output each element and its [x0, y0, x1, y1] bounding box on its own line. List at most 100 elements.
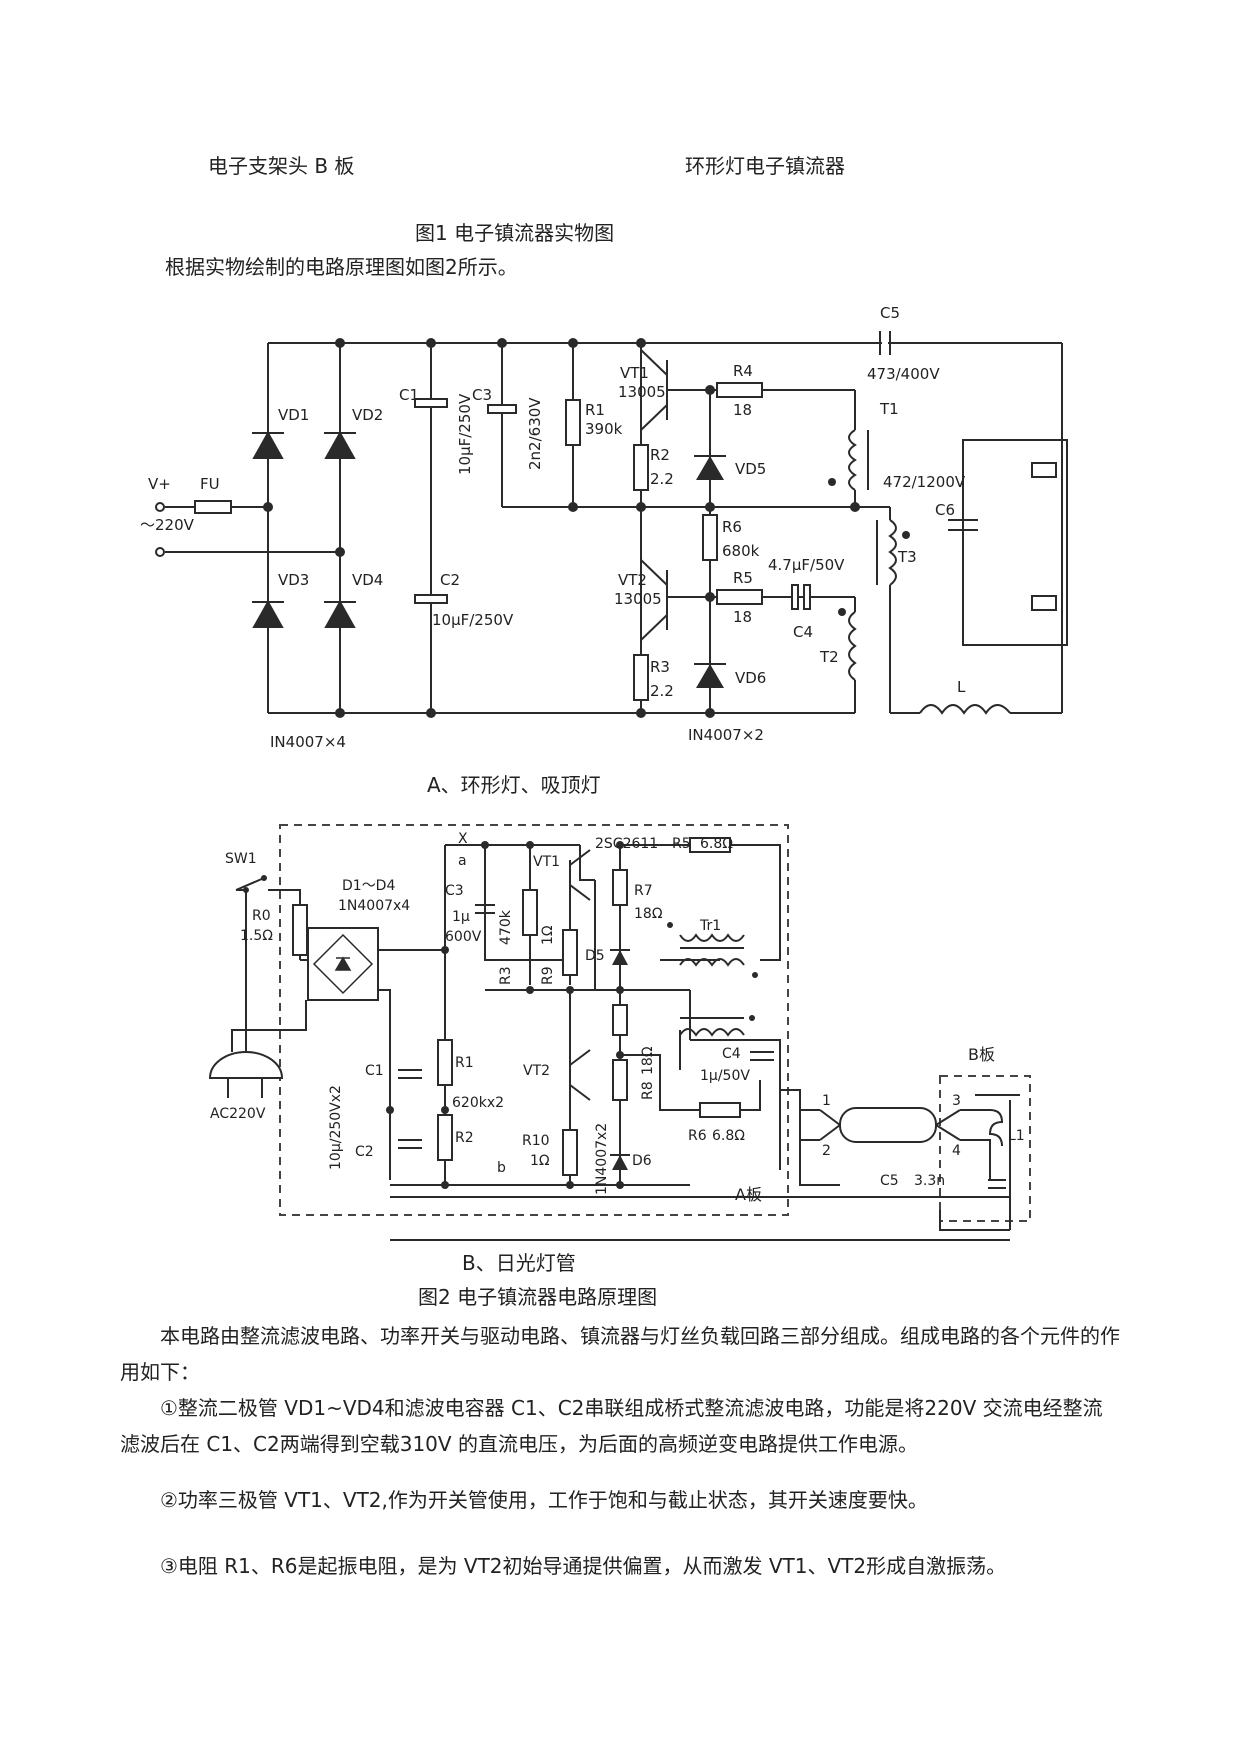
b-r5-label: R5: [672, 836, 691, 852]
b-r8-label: R8: [640, 1081, 656, 1100]
a-v-plus-label: V+: [148, 475, 171, 493]
a-vd2-label: VD2: [352, 406, 383, 424]
a-vd3-label: VD3: [278, 571, 309, 589]
schematic-a-caption: A、环形灯、吸顶灯: [427, 773, 601, 797]
b-r10-value: 1Ω: [530, 1153, 550, 1169]
a-c1-label: C1: [399, 386, 419, 404]
b-vt2-label: VT2: [523, 1063, 550, 1079]
b-r7-label: R7: [634, 883, 653, 899]
schematic-a: V+ FU ～220V VD1 VD2 VD3 VD4 C1 C3 C2 10μ…: [140, 304, 1068, 751]
a-c6-label: C6: [935, 501, 955, 519]
figure2-caption: 图2 电子镇流器电路原理图: [418, 1285, 658, 1309]
b-r8-value: 18Ω: [640, 1046, 656, 1075]
b-d1d4-label: D1～D4: [342, 878, 395, 894]
figure1-caption: 图1 电子镇流器实物图: [415, 221, 615, 245]
a-r1-label: R1: [585, 401, 605, 419]
paragraph-intro: 本电路由整流滤波电路、功率开关与驱动电路、镇流器与灯丝负载回路三部分组成。组成电…: [120, 1324, 1120, 1384]
schematic-b-caption: B、日光灯管: [462, 1251, 576, 1275]
b-c1-label: C1: [365, 1063, 384, 1079]
b-r2-label: R2: [455, 1130, 474, 1146]
a-vd4-label: VD4: [352, 571, 383, 589]
a-l-label: L: [957, 678, 966, 696]
b-c5-value: 3.3n: [914, 1173, 945, 1189]
b-pin3: 3: [952, 1093, 961, 1109]
a-r1-value: 390k: [585, 420, 623, 438]
a-c5-value: 473/400V: [867, 365, 940, 383]
b-b-label: b: [497, 1160, 506, 1176]
a-c4-label: C4: [793, 623, 813, 641]
b-r6-value: 6.8Ω: [712, 1128, 745, 1144]
a-t1-label: T1: [879, 400, 899, 418]
b-d1d4-part: 1N4007x4: [338, 898, 410, 914]
b-r0-label: R0: [252, 908, 271, 924]
b-pin2: 2: [822, 1143, 831, 1159]
a-fu-label: FU: [200, 475, 220, 493]
a-t3-label: T3: [897, 548, 917, 566]
photo-caption-right: 环形灯电子镇流器: [685, 154, 845, 178]
a-vd6-label: VD6: [735, 669, 766, 687]
a-ac-label: ～220V: [140, 516, 195, 534]
b-a-label: a: [458, 853, 467, 869]
b-ac-label: AC220V: [210, 1106, 266, 1122]
a-c3-label: C3: [472, 386, 492, 404]
b-c3-value2: 600V: [445, 929, 482, 945]
a-r5-value: 18: [733, 608, 752, 626]
b-board-b-label: B板: [968, 1045, 995, 1064]
b-vt1-label: VT1: [533, 854, 560, 870]
b-r9-value: 1Ω: [540, 925, 556, 945]
a-r4-label: R4: [733, 362, 753, 380]
b-r12-value: 620kx2: [452, 1095, 504, 1111]
a-diode-note: IN4007×2: [688, 726, 764, 744]
b-r3-label: R3: [498, 966, 514, 985]
b-c4-label: C4: [722, 1046, 741, 1062]
b-r3-value: 470k: [498, 909, 514, 945]
paragraph-item-3: ③电阻 R1、R6是起振电阻，是为 VT2初始导通提供偏置，从而激发 VT1、V…: [160, 1554, 1007, 1578]
b-r0-value: 1.5Ω: [240, 928, 273, 944]
a-r6-value: 680k: [722, 542, 760, 560]
b-r9-label: R9: [540, 966, 556, 985]
a-r4-value: 18: [733, 401, 752, 419]
a-t2-label: T2: [819, 648, 839, 666]
paragraph-item-1: ①整流二极管 VD1~VD4和滤波电容器 C1、C2串联组成桥式整流滤波电路，功…: [120, 1396, 1103, 1456]
a-vt2-label: VT2: [618, 571, 647, 589]
a-r3-label: R3: [650, 658, 670, 676]
intro-line: 根据实物绘制的电路原理图如图2所示。: [165, 255, 518, 279]
b-c3-value1: 1μ: [452, 909, 470, 925]
a-c1-value: 10μF/250V: [456, 393, 474, 475]
a-vd1-label: VD1: [278, 406, 309, 424]
b-d5-label: D5: [585, 948, 605, 964]
schematic-b: SW1 R0 1.5Ω D1～D4 1N4007x4 AC220V X a C3…: [208, 824, 1031, 1241]
a-c6-value: 472/1200V: [883, 473, 966, 491]
a-vd5-label: VD5: [735, 460, 766, 478]
b-c5-label: C5: [880, 1173, 899, 1189]
a-c4-value: 4.7μF/50V: [768, 556, 845, 574]
b-board-a-label: A板: [735, 1185, 762, 1204]
paragraph-item-2: ②功率三极管 VT1、VT2,作为开关管使用，工作于饱和与截止状态，其开关速度要…: [160, 1488, 928, 1512]
a-bridge-note: IN4007×4: [270, 733, 346, 751]
photo-caption-left: 电子支架头 B 板: [208, 154, 355, 178]
b-r7-value: 18Ω: [634, 906, 663, 922]
a-r2-value: 2.2: [650, 470, 674, 488]
b-d6-label: D6: [632, 1153, 652, 1169]
b-d6-part: 1N4007x2: [594, 1123, 610, 1195]
b-r6-label: R6: [688, 1128, 707, 1144]
b-vt1-part: 2SC2611: [595, 836, 658, 852]
b-tr1-label: Tr1: [699, 918, 721, 934]
a-vt1-label: VT1: [620, 364, 649, 382]
b-sw1-label: SW1: [225, 851, 257, 867]
b-l1-label: L1: [1008, 1128, 1025, 1144]
a-c3-value: 2n2/630V: [526, 397, 544, 470]
a-c5-label: C5: [880, 304, 900, 322]
a-r5-label: R5: [733, 569, 753, 587]
a-vt2-part: 13005: [614, 590, 662, 608]
a-c2-value: 10μF/250V: [432, 611, 514, 629]
b-x-label: X: [458, 831, 468, 847]
b-r1-label: R1: [455, 1055, 474, 1071]
b-r10-label: R10: [522, 1133, 550, 1149]
b-c4-value: 1μ/50V: [700, 1068, 750, 1084]
a-r6-label: R6: [722, 518, 742, 536]
b-c2-label: C2: [355, 1144, 374, 1160]
b-pin1: 1: [822, 1093, 831, 1109]
a-r3-value: 2.2: [650, 682, 674, 700]
a-vt1-part: 13005: [618, 383, 666, 401]
